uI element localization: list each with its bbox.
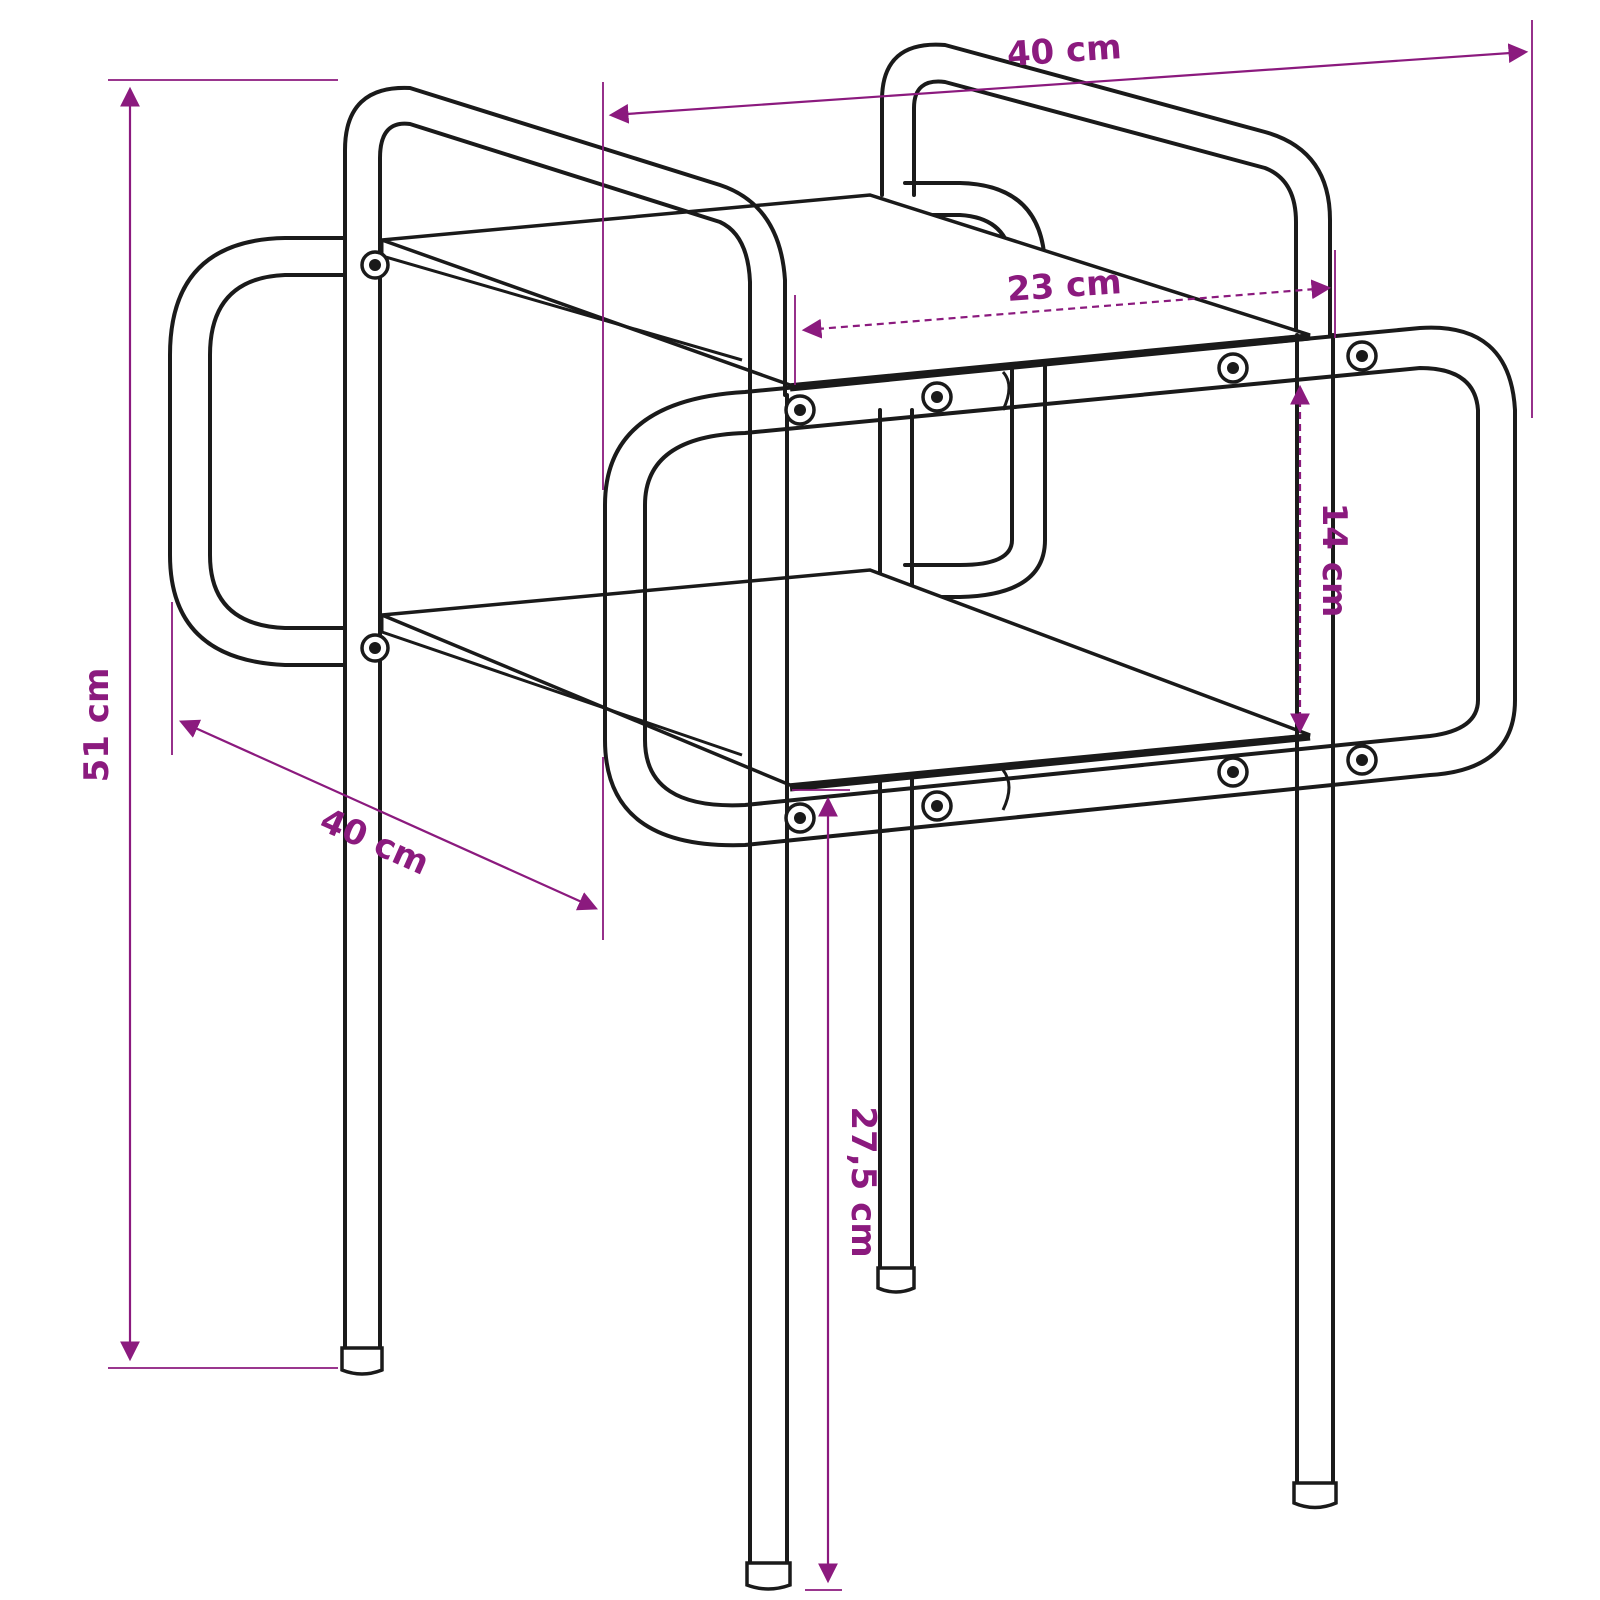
bolt: [1346, 340, 1378, 372]
top-shelf-clip: [1001, 370, 1011, 411]
bolt: [921, 790, 953, 822]
dimension-top-width: 40 cm: [602, 20, 1533, 490]
total-height-label: 51 cm: [77, 668, 117, 783]
bolt: [1217, 756, 1249, 788]
shelf-gap-label: 14 cm: [1314, 503, 1354, 618]
top-shelf: [380, 193, 1311, 392]
bolt: [784, 394, 816, 426]
dimension-leg-clearance: 27,5 cm: [792, 789, 883, 1591]
dimension-total-height: 51 cm: [77, 79, 338, 1369]
side-table-drawing: [168, 42, 1517, 1591]
dimension-inner-width: 23 cm: [794, 250, 1336, 385]
top-width-label: 40 cm: [1006, 27, 1123, 75]
leg-clearance-label: 27,5 cm: [843, 1106, 883, 1257]
leg-back-right: [876, 408, 916, 1294]
front-top-handle: [343, 85, 787, 397]
front-side-loop: [603, 325, 1517, 848]
bolt: [784, 802, 816, 834]
bolt: [1217, 352, 1249, 384]
side-depth-label: 40 cm: [314, 800, 435, 883]
bolt-set: [360, 250, 1378, 834]
inner-width-label: 23 cm: [1006, 262, 1123, 310]
bolt: [1346, 744, 1378, 776]
bolt: [921, 381, 953, 413]
leg-front-left: [745, 393, 792, 1591]
dimension-annotations: 51 cm 40 cm 40 cm 23 cm 14 cm: [77, 20, 1533, 1591]
bolt: [360, 633, 390, 663]
bottom-shelf-clip: [1001, 769, 1011, 811]
left-side-loop: [168, 236, 347, 667]
bolt: [360, 250, 390, 280]
bottom-shelf: [380, 568, 1311, 792]
dimension-shelf-gap: 14 cm: [1290, 384, 1354, 734]
